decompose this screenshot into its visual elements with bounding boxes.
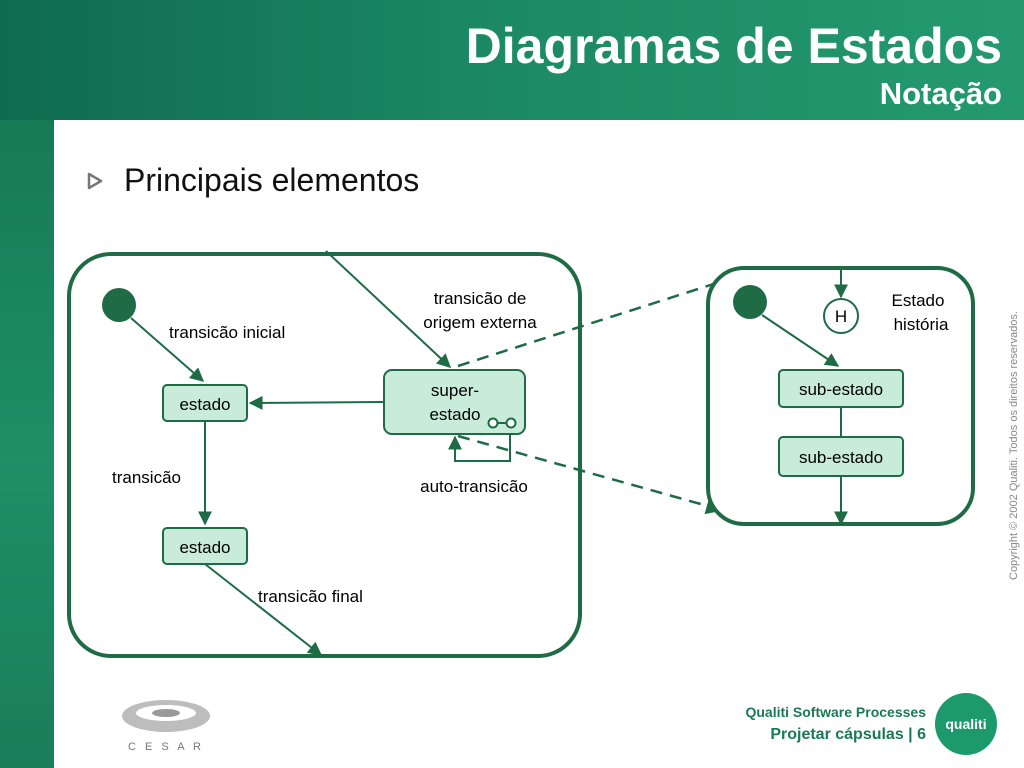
- external-transition-arrow: [325, 250, 452, 368]
- super-state-label-line2: estado: [429, 405, 480, 424]
- initial-state-dot: [102, 288, 136, 322]
- play-icon: [87, 172, 103, 189]
- label-self-transition: auto-transicão: [420, 477, 528, 496]
- bullet-item: Principais elementos: [86, 162, 419, 199]
- qualiti-logo-text: qualiti: [945, 716, 986, 732]
- final-transition-arrow: [204, 563, 323, 656]
- state-label-top: estado: [179, 395, 230, 414]
- history-symbol: H: [835, 307, 847, 326]
- history-label-line1: Estado: [892, 291, 945, 310]
- super-to-state-arrow: [248, 395, 385, 410]
- label-final-transition: transicão final: [258, 587, 363, 606]
- super-state-label-line1: super-: [431, 381, 479, 400]
- bullet-text: Principais elementos: [124, 162, 420, 198]
- page-subtitle: Notação: [879, 76, 1002, 111]
- inner-initial-arrow: [761, 314, 840, 367]
- self-transition-arrow: [448, 434, 511, 462]
- qualiti-logo: qualiti: [935, 693, 997, 755]
- copyright-text: Copyright © 2002 Qualiti. Todos os direi…: [1008, 311, 1020, 580]
- history-label-line2: história: [894, 315, 949, 334]
- history-circle: [823, 298, 859, 334]
- state-label-bottom: estado: [179, 538, 230, 557]
- inner-initial-dot: [733, 285, 767, 319]
- label-external-line1: transicão de: [434, 289, 527, 308]
- zoom-line-top: [457, 278, 727, 368]
- super-state-box: [383, 369, 526, 435]
- page-title: Diagramas de Estados: [465, 18, 1002, 74]
- footer-page-info: Projetar cápsulas | 6: [770, 726, 926, 743]
- cesar-logo: C E S A R: [122, 700, 210, 753]
- left-decor-bar: [0, 0, 54, 768]
- substate-label-top: sub-estado: [799, 380, 883, 399]
- initial-transition-arrow: [130, 317, 205, 382]
- header-band: [0, 0, 1024, 120]
- label-transition: transicão: [112, 468, 181, 487]
- cesar-logo-text: C E S A R: [128, 741, 204, 753]
- label-initial-transition: transicão inicial: [169, 323, 285, 342]
- zoom-line-bottom: [457, 434, 724, 515]
- label-external-line2: origem externa: [423, 313, 537, 332]
- composite-state-icon: [487, 417, 517, 429]
- substate-label-bottom: sub-estado: [799, 448, 883, 467]
- footer-brand: Qualiti Software Processes: [745, 704, 926, 720]
- left-container: [67, 252, 582, 658]
